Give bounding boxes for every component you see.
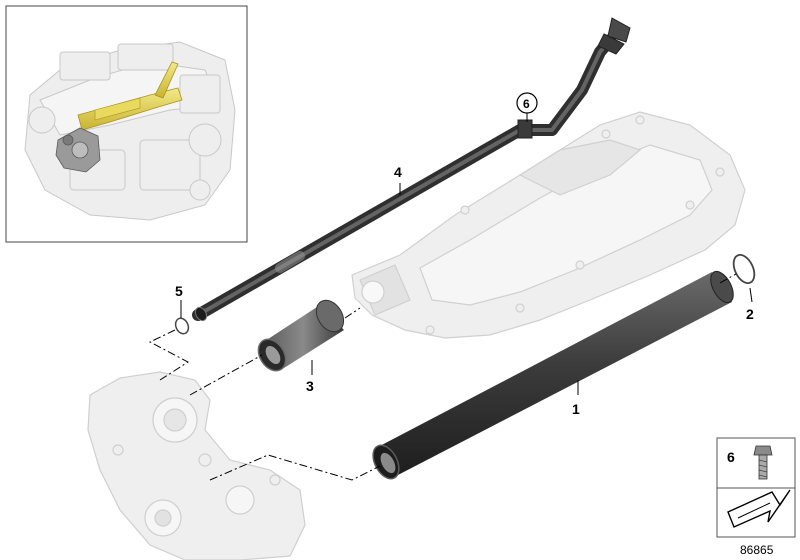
sleeve-part-3 [257,299,345,372]
arrow-icon [727,489,791,528]
callout-6: 6 [523,97,530,111]
callout-4: 4 [394,164,402,180]
pipe-part-1 [372,270,734,480]
engine-overview-inset [5,5,248,243]
pump-housing-outline [87,371,306,560]
callout-5: 5 [175,283,183,299]
fastener-legend: 6 [716,437,796,538]
callout-2: 2 [746,306,754,322]
callout-6-badge: 6 [516,92,538,114]
bolt-icon [753,445,773,480]
callout-3: 3 [306,378,314,394]
diagram-reference-number: 86865 [740,543,774,557]
o-ring-part-5 [174,317,190,335]
legend-item-number: 6 [727,449,735,465]
leader-lines [180,113,753,395]
callout-1: 1 [572,401,580,417]
guide-tube-part-4 [192,17,631,322]
oil-pan-outline [351,111,746,339]
o-ring-part-2 [732,253,756,285]
assembly-lines [148,273,737,481]
